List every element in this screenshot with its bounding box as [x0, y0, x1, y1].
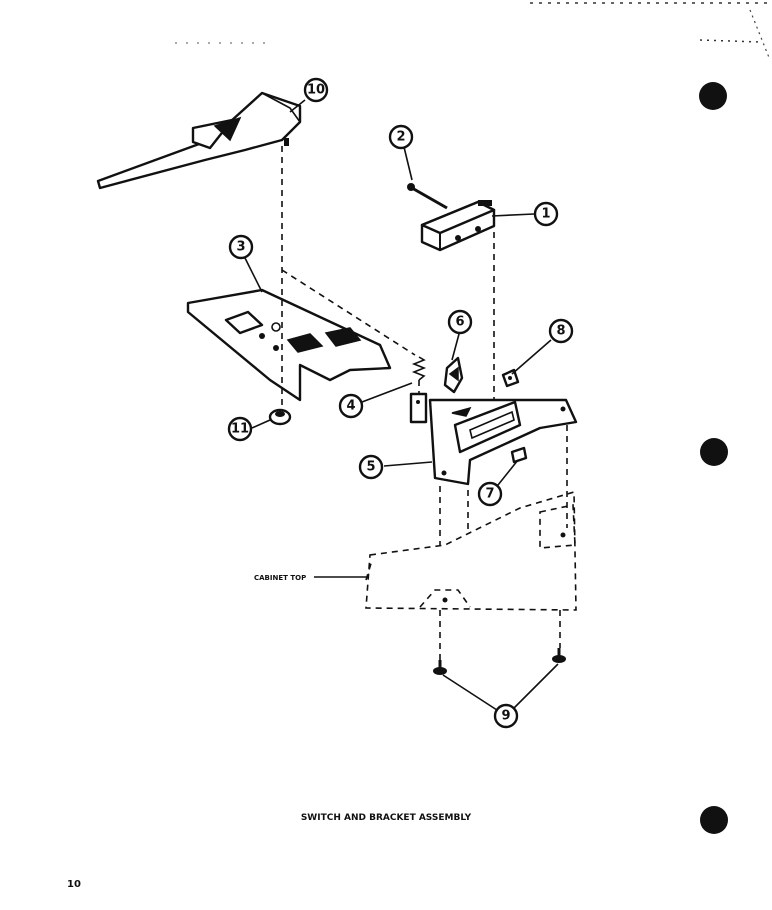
callout-11: 11: [227, 416, 253, 442]
svg-text:1: 1: [541, 207, 550, 222]
svg-text:11: 11: [231, 422, 249, 437]
diagram-caption: SWITCH AND BRACKET ASSEMBLY: [301, 813, 472, 823]
callout-8: 8: [548, 318, 574, 344]
callout-9: 9: [493, 703, 519, 729]
part-10-actuator-lever: [96, 91, 302, 190]
page-number: 10: [67, 879, 81, 890]
part-1-switch: [420, 200, 496, 252]
svg-text:4: 4: [346, 399, 355, 414]
part-5-mounting-bracket: [428, 398, 578, 486]
callout-3: 3: [228, 234, 254, 260]
svg-text:8: 8: [556, 324, 565, 339]
callout-5: 5: [358, 454, 384, 480]
svg-text:10: 10: [307, 83, 325, 98]
callout-10: 10: [303, 77, 329, 103]
cabinet-top-label: CABINET TOP: [254, 574, 306, 582]
part-3-bracket: [186, 288, 392, 402]
part-6-clip: [443, 356, 464, 394]
binder-hole-middle: [700, 438, 728, 466]
part-7-block: [510, 446, 528, 464]
binder-hole-bottom: [700, 806, 728, 834]
scan-artifacts: [175, 2, 771, 61]
svg-text:9: 9: [501, 709, 510, 724]
svg-text:3: 3: [236, 240, 245, 255]
callout-6: 6: [447, 309, 473, 335]
part-8-nut: [501, 368, 520, 388]
callout-2: 2: [388, 124, 414, 150]
callout-4: 4: [338, 393, 364, 419]
callout-7: 7: [477, 481, 503, 507]
leader-lines: [244, 99, 559, 713]
cabinet-top-outline: [365, 490, 577, 611]
part-11-grommet: [268, 408, 292, 426]
part-9-screws: [433, 648, 566, 675]
callout-1: 1: [533, 201, 559, 227]
svg-text:6: 6: [455, 315, 464, 330]
part-2-screw: [407, 183, 448, 210]
binder-hole-top: [699, 82, 727, 110]
svg-text:7: 7: [485, 487, 494, 502]
assembly-guide-lines: [281, 146, 568, 660]
svg-text:5: 5: [366, 460, 375, 475]
svg-text:2: 2: [396, 130, 405, 145]
part-4-spring: [409, 356, 428, 424]
